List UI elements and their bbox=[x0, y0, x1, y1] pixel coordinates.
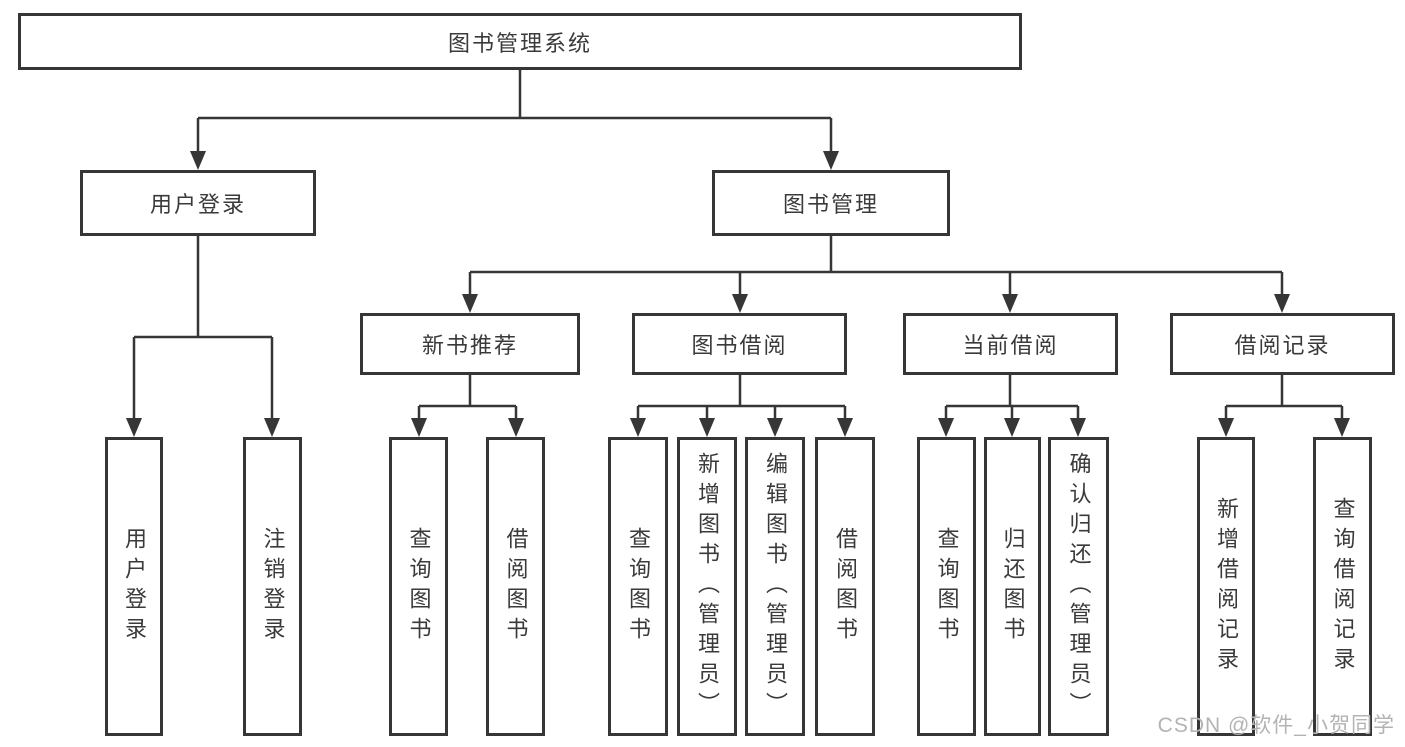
leaf-add-book-admin: 新增图书（管理员） bbox=[677, 437, 737, 736]
node-current-borrow: 当前借阅 bbox=[903, 313, 1118, 375]
node-root-system: 图书管理系统 bbox=[18, 13, 1022, 70]
leaf-user-login: 用户登录 bbox=[105, 437, 163, 736]
leaf-query-books-recommend: 查询图书 bbox=[389, 437, 448, 736]
node-book-management-branch: 图书管理 bbox=[712, 170, 950, 236]
leaf-borrow-books-recommend: 借阅图书 bbox=[486, 437, 545, 736]
leaf-edit-book-admin: 编辑图书（管理员） bbox=[745, 437, 805, 736]
leaf-confirm-return-admin: 确认归还（管理员） bbox=[1048, 437, 1109, 736]
node-user-login-branch: 用户登录 bbox=[80, 170, 316, 236]
leaf-query-borrow-record: 查询借阅记录 bbox=[1313, 437, 1372, 736]
leaf-add-borrow-record: 新增借阅记录 bbox=[1197, 437, 1255, 736]
csdn-watermark: CSDN @软件_小贺同学 bbox=[1157, 714, 1395, 737]
node-book-borrow: 图书借阅 bbox=[632, 313, 847, 375]
leaf-query-books-current: 查询图书 bbox=[917, 437, 976, 736]
leaf-return-book: 归还图书 bbox=[984, 437, 1041, 736]
node-borrow-records: 借阅记录 bbox=[1170, 313, 1395, 375]
leaf-borrow-books: 借阅图书 bbox=[815, 437, 875, 736]
leaf-logout: 注销登录 bbox=[243, 437, 302, 736]
leaf-query-books-borrow: 查询图书 bbox=[608, 437, 668, 736]
node-new-book-recommend: 新书推荐 bbox=[360, 313, 580, 375]
